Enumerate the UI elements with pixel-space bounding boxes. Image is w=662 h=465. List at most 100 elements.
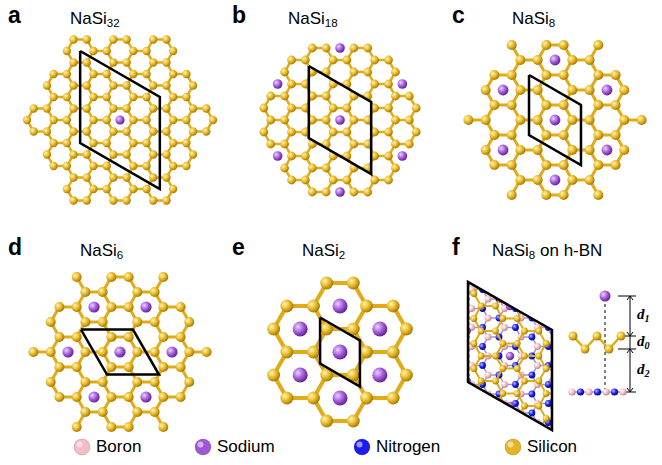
silicon-atom [514, 365, 521, 372]
legend-swatch [352, 437, 372, 457]
silicon-atom [83, 104, 91, 112]
nitrogen-atom [463, 410, 470, 417]
bond [548, 299, 553, 309]
boron-atom [501, 419, 508, 426]
silicon-atom [637, 115, 647, 125]
swatch-highlight [77, 442, 83, 448]
sodium-atom [372, 368, 387, 383]
swatch-highlight [198, 442, 204, 448]
unit-cell [309, 66, 371, 174]
bond [554, 393, 565, 395]
boron-atom [485, 277, 492, 284]
bond [554, 298, 565, 300]
silicon-atom [267, 369, 280, 382]
sodium-atom [398, 151, 408, 161]
silicon-atom [29, 127, 37, 135]
sodium-atom [506, 352, 514, 360]
silicon-atom [535, 303, 542, 310]
silicon-atom [617, 332, 626, 341]
silicon-atom [499, 290, 506, 297]
silicon-atom [103, 162, 111, 170]
silicon-atom [567, 145, 577, 155]
silicon-atom [521, 353, 528, 360]
silicon-atom [72, 332, 82, 342]
bond [561, 394, 568, 407]
bond [481, 280, 495, 282]
boron-atom [452, 353, 459, 360]
sodium-atom [140, 301, 151, 312]
silicon-atom [287, 152, 296, 161]
legend-item: Nitrogen [352, 437, 440, 457]
silicon-atom [593, 40, 603, 50]
silicon-atom [478, 378, 485, 385]
silicon-atom [72, 362, 82, 372]
bond [546, 318, 560, 320]
bond [483, 413, 488, 423]
bond [554, 317, 565, 319]
lattice-e [267, 277, 413, 428]
bond [503, 418, 517, 420]
silicon-atom [543, 365, 550, 372]
silicon-atom [46, 317, 56, 327]
silicon-atom [169, 47, 177, 55]
silicon-atom [541, 100, 551, 110]
silicon-atom [43, 81, 51, 89]
bond [554, 374, 565, 376]
nitrogen-atom [512, 267, 519, 274]
silicon-atom [521, 278, 528, 285]
silicon-atom [619, 115, 629, 125]
bond [524, 280, 538, 282]
bond [554, 355, 565, 357]
silicon-atom [478, 278, 485, 285]
bond [474, 394, 481, 407]
silicon-atom [384, 56, 393, 65]
silicon-atom [80, 377, 90, 387]
silicon-atom [162, 127, 170, 135]
silicon-atom [329, 104, 338, 113]
boron-atom [501, 267, 508, 274]
boron-atom [518, 429, 525, 436]
bond [546, 268, 560, 270]
sodium-atom [550, 55, 561, 66]
silicon-atom [83, 173, 91, 181]
boron-atom [534, 305, 541, 312]
unit-cell [80, 51, 160, 189]
boron-atom [485, 334, 492, 341]
bond [517, 269, 524, 282]
silicon-atom [521, 428, 528, 435]
silicon-atom [514, 315, 521, 322]
silicon-atom [499, 315, 506, 322]
nitrogen-atom [479, 267, 486, 274]
silicon-atom [515, 55, 525, 65]
bond [452, 294, 459, 307]
side-view [568, 291, 636, 396]
boron-atom [568, 388, 575, 395]
nitrogen-atom [479, 419, 486, 426]
bond [483, 394, 488, 404]
silicon-atom [149, 173, 157, 181]
silicon-atom [557, 365, 564, 372]
bond [521, 279, 532, 281]
bond [554, 336, 565, 338]
silicon-atom [89, 70, 97, 78]
nitrogen-atom [529, 391, 536, 398]
bond [452, 269, 459, 282]
silicon-atom [103, 47, 111, 55]
nitrogen-atom [529, 372, 536, 379]
silicon-atom [611, 100, 621, 110]
silicon-atom [559, 160, 569, 170]
silicon-atom [492, 428, 499, 435]
bond [548, 309, 553, 319]
silicon-atom [449, 328, 456, 335]
silicon-atom [63, 70, 71, 78]
silicon-atom [202, 347, 212, 357]
unit-cell [468, 282, 552, 430]
bond [505, 289, 516, 291]
boron-atom [452, 296, 459, 303]
silicon-atom [478, 303, 485, 310]
bond [481, 430, 495, 432]
silicon-atom [481, 115, 491, 125]
silicon-atom [280, 116, 289, 125]
bond [455, 317, 466, 319]
